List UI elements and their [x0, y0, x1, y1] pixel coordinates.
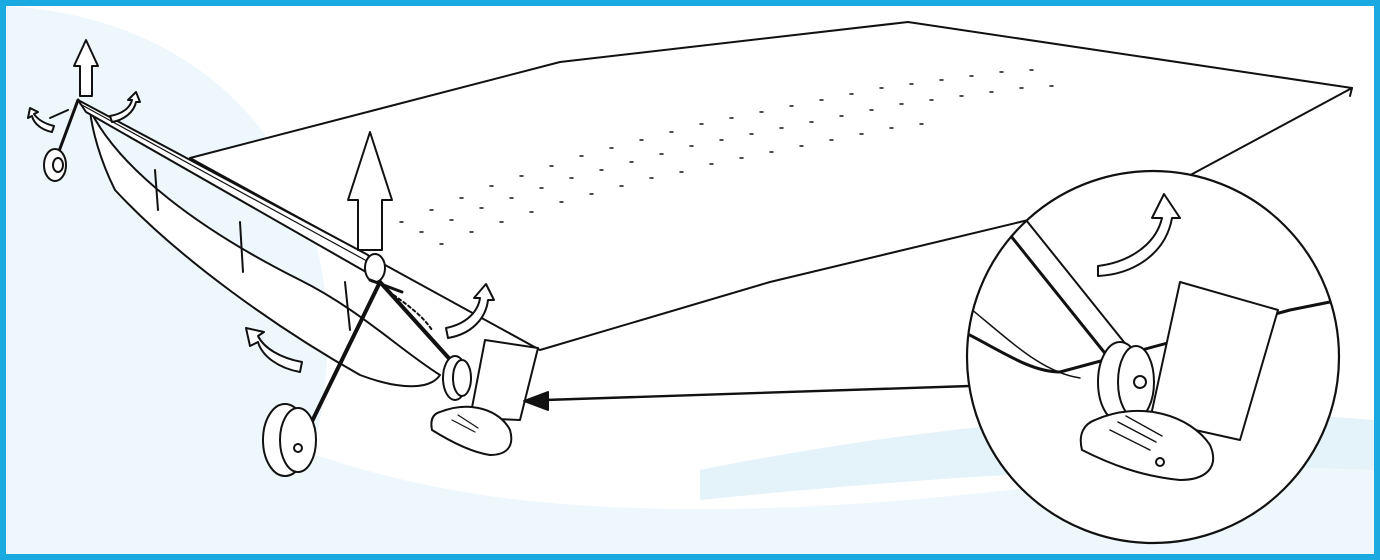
rotate-arrow-icon [109, 91, 141, 123]
roller-wheel-icon [1097, 341, 1155, 423]
cover-corner [1349, 87, 1353, 97]
cover-strap [154, 169, 159, 211]
rotate-arrow-icon [27, 107, 55, 133]
rotate-arrow-icon [1097, 193, 1181, 277]
cover-perforations [399, 69, 1054, 245]
roller-wheel-icon [43, 148, 67, 182]
rolled-cover [89, 109, 441, 388]
zoom-circle [965, 169, 1341, 545]
shoe-icon [430, 339, 539, 456]
cover-strap [344, 281, 351, 331]
zoom-detail [967, 171, 1339, 543]
cover-strap [239, 221, 244, 273]
pointer-arrow-icon [523, 391, 549, 411]
rotate-arrow-icon [245, 327, 303, 373]
lift-arrow-icon [73, 39, 99, 97]
roller-wheel-icon [262, 403, 317, 477]
roller-wheel-icon [442, 355, 472, 401]
pointer-arrow-line [543, 384, 972, 402]
rotate-arrow-icon [445, 283, 495, 339]
reel-end-cap [364, 253, 386, 283]
lift-arrow-icon [347, 131, 393, 251]
chain [383, 287, 433, 331]
pool-cover-sheet [189, 21, 1353, 351]
shoe-icon [1079, 281, 1279, 481]
